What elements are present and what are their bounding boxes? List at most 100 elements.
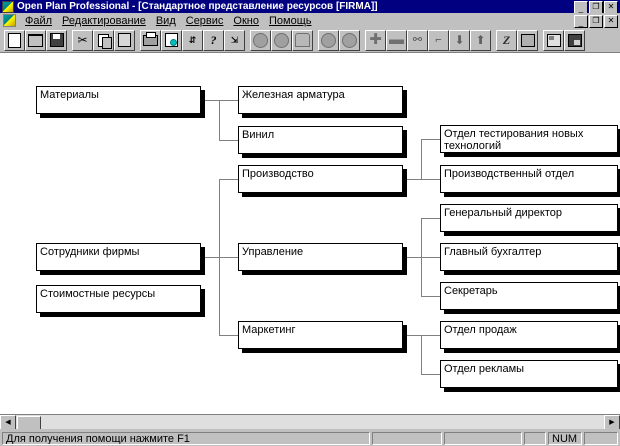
diagram-node-sekretar[interactable]: Секретарь [440, 282, 618, 310]
cut-scissors-icon: ✂ [77, 33, 88, 47]
copy-button[interactable] [93, 29, 114, 51]
resource-globe-button[interactable] [271, 29, 292, 51]
diagram-node-materialy[interactable]: Материалы [36, 86, 201, 114]
layout-white-button[interactable] [543, 29, 564, 51]
open-folder-button[interactable] [25, 29, 46, 51]
diagram-node-label: Сотрудники фирмы [40, 246, 140, 258]
connector-branch-otdel-reklamy [421, 374, 440, 375]
scroll-left-button[interactable]: ◀ [0, 415, 16, 430]
link-button[interactable]: ⚯ [407, 29, 428, 51]
layout-dark-icon [567, 33, 582, 47]
print-preview-icon [165, 33, 178, 47]
status-panel-1 [372, 432, 442, 445]
resource-globe-icon [274, 32, 289, 48]
zigzag-icon: Z [502, 33, 511, 47]
window-title: Open Plan Professional - [Стандартное пр… [17, 1, 378, 12]
diagram-node-label: Отдел продаж [444, 324, 517, 336]
status-num-indicator: NUM [548, 432, 582, 445]
diagram-node-vinil[interactable]: Винил [238, 126, 403, 154]
menu-item-edit[interactable]: Редактирование [57, 14, 151, 28]
mdi-restore-button[interactable]: ❐ [589, 15, 603, 28]
diagram-node-otdel-reklamy[interactable]: Отдел рекламы [440, 360, 618, 388]
diagram-node-proizvodstvo[interactable]: Производство [238, 165, 403, 193]
help-question-icon: ? [210, 33, 217, 47]
layout-dark-button[interactable] [564, 29, 585, 51]
diagram-node-label: Секретарь [444, 285, 498, 297]
open-folder-icon [28, 33, 43, 47]
title-bar: Open Plan Professional - [Стандартное пр… [0, 0, 620, 14]
connector-branch-vinil [219, 140, 238, 141]
context-help-button[interactable]: ⇲ [224, 29, 245, 51]
diagram-node-otdel-test[interactable]: Отдел тестирования новых технологий [440, 125, 618, 153]
diagram-node-proizv-otdel[interactable]: Производственный отдел [440, 165, 618, 193]
menu-item-service[interactable]: Сервис [181, 14, 229, 28]
diagram-node-upravlenie[interactable]: Управление [238, 243, 403, 271]
connector-branch-sekretar [421, 296, 440, 297]
diagram-node-gl-buhgalter[interactable]: Главный бухгалтер [440, 243, 618, 271]
context-help-icon: ⇲ [230, 34, 239, 45]
menu-bar: Файл Редактирование Вид Сервис Окно Помо… [0, 13, 620, 28]
unlink-icon: ⌐ [435, 33, 442, 46]
menu-item-help[interactable]: Помощь [264, 14, 317, 28]
menu-item-window[interactable]: Окно [228, 14, 264, 28]
diagram-node-zh-armatura[interactable]: Железная арматура [238, 86, 403, 114]
add-plus-icon: ✚ [369, 31, 382, 48]
diagram-node-sotrudniki[interactable]: Сотрудники фирмы [36, 243, 201, 271]
menu-item-view[interactable]: Вид [151, 14, 181, 28]
status-bar: Для получения помощи нажмите F1 NUM [0, 429, 620, 446]
diagram-node-otdel-prodazh[interactable]: Отдел продаж [440, 321, 618, 349]
sort-button[interactable]: ⇵ [182, 29, 203, 51]
diagram-node-marketing[interactable]: Маркетинг [238, 321, 403, 349]
diagram-node-label: Отдел тестирования новых технологий [444, 128, 584, 152]
connector-trunk-proizvodstvo [421, 139, 422, 179]
resource-filled-circle2-button[interactable] [339, 29, 360, 51]
connector-branch-proizvodstvo [219, 179, 238, 180]
document-icon[interactable] [3, 14, 16, 27]
resource-circle-icon [253, 32, 268, 48]
connector-branch-gl-buhgalter [421, 257, 440, 258]
resource-filled-circle-button[interactable] [318, 29, 339, 51]
move-down-button[interactable]: ⬇ [449, 29, 470, 51]
diagram-node-stoimostnye[interactable]: Стоимостные ресурсы [36, 285, 201, 313]
menu-item-file[interactable]: Файл [20, 14, 57, 28]
paste-button[interactable] [114, 29, 135, 51]
mdi-restore-icon: ❐ [592, 16, 600, 25]
connector-stub-sotrudniki [201, 257, 219, 258]
resource-home-button[interactable] [292, 29, 313, 51]
diagram-node-label: Генеральный директор [444, 207, 562, 219]
help-button[interactable]: ? [203, 29, 224, 51]
horizontal-scrollbar[interactable]: ◀ ▶ [0, 414, 620, 431]
move-up-icon: ⬆ [475, 32, 486, 47]
new-file-button[interactable] [4, 29, 25, 51]
add-button[interactable]: ✚ [365, 29, 386, 51]
cut-button[interactable]: ✂ [72, 29, 93, 51]
new-file-icon [8, 32, 21, 48]
diagram-node-label: Железная арматура [242, 89, 345, 101]
horizontal-scroll-track[interactable] [16, 415, 604, 431]
connector-stub-upravlenie [403, 257, 421, 258]
resource-circle-button[interactable] [250, 29, 271, 51]
diagram-node-label: Маркетинг [242, 324, 296, 336]
connector-branch-marketing [219, 335, 238, 336]
resource-filled-circle-icon [321, 32, 336, 48]
zigzag-button[interactable]: Z [496, 29, 517, 51]
move-up-button[interactable]: ⬆ [470, 29, 491, 51]
status-panel-5 [584, 432, 618, 445]
print-button[interactable] [140, 29, 161, 51]
mdi-minimize-button[interactable]: _ [574, 15, 588, 28]
remove-button[interactable]: ▬ [386, 29, 407, 51]
scroll-right-button[interactable]: ▶ [604, 415, 620, 430]
menu-item-help-label: Помощь [268, 14, 312, 27]
restore-button[interactable]: ❐ [589, 1, 603, 14]
table-view-button[interactable] [517, 29, 538, 51]
diagram-node-label: Винил [242, 129, 275, 141]
mdi-close-button[interactable]: ✕ [604, 15, 618, 28]
unlink-button[interactable]: ⌐ [428, 29, 449, 51]
copy-icon [98, 33, 112, 49]
save-button[interactable] [46, 29, 67, 51]
open-plan-icon [2, 0, 14, 13]
diagram-node-gen-director[interactable]: Генеральный директор [440, 204, 618, 232]
print-preview-button[interactable] [161, 29, 182, 51]
diagram-node-label: Отдел рекламы [444, 363, 525, 375]
